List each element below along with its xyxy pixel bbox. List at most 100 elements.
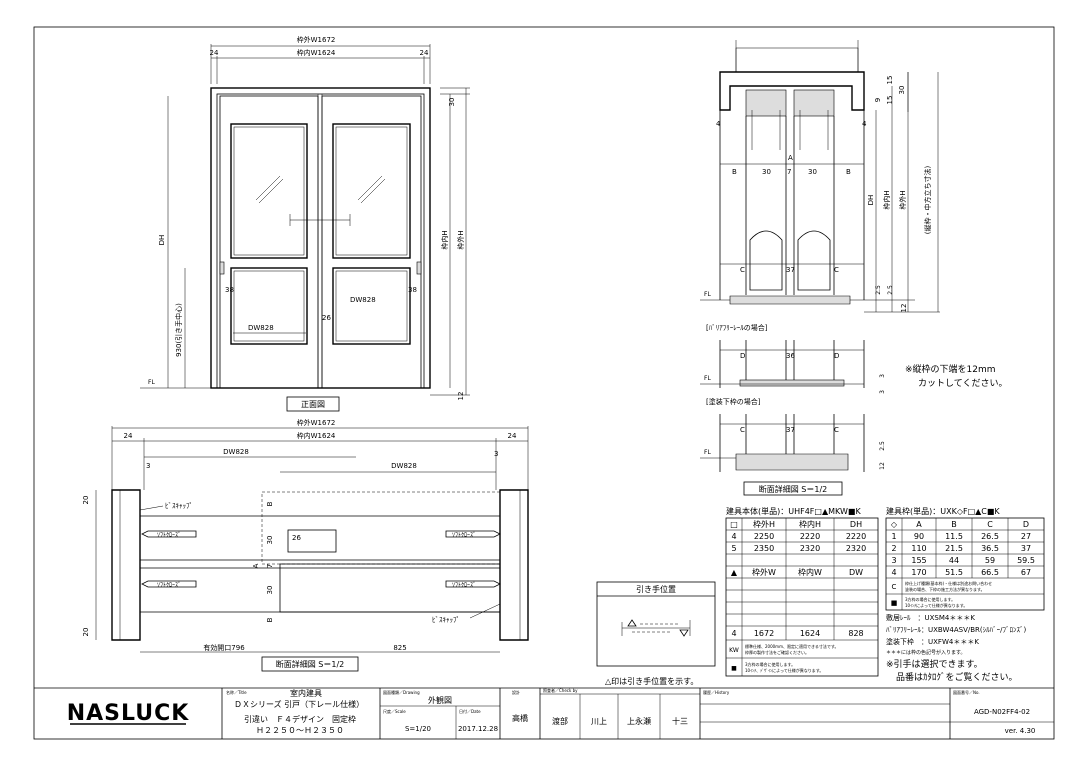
vs-fl: FL — [704, 291, 711, 298]
tb-scale: S=1/20 — [405, 725, 431, 733]
t2-r3c3: 66.5 — [981, 568, 999, 577]
tb-title-4: Ｈ２２５０～Ｈ２３５０ — [256, 726, 344, 735]
t1-kw-text: 標準仕様、2000mm、限定に適用できる寸法です。 — [745, 643, 839, 649]
t1-sq-text2: 10ｲﾝﾁ、ﾃﾞｻﾞｲﾝによって仕様が異なります。 — [745, 667, 823, 673]
plan-d7: 7 — [266, 564, 274, 568]
t2-c-text2: 塗装の場合、下枠の施工方法が異なります。 — [905, 586, 985, 592]
tb-dwgno: AGD-N02FF4-02 — [974, 708, 1030, 716]
softclose-label-1: ｿﾌﾄｸﾛｰｽﾞ — [157, 532, 181, 539]
softclose-arrow-4-icon — [445, 580, 501, 588]
tb-design-label: 設計 — [512, 689, 520, 695]
vs-note: ※縦枠の下端を12mm — [905, 363, 996, 375]
t2-r2c4: 59.5 — [1017, 556, 1035, 565]
t1-r0c3: 2220 — [846, 532, 866, 541]
frame-table: 建具枠(単品)：UXK◇F□▲C■K ◇ A B C D 1 90 11.5 2… — [885, 506, 1045, 683]
front-glass-right — [332, 123, 411, 259]
vs-d3b: 3 — [879, 390, 886, 394]
front-dim-38-right: 38 — [408, 286, 417, 294]
vs-d15b: 15 — [886, 76, 894, 85]
plan-d20-top: 20 — [82, 496, 90, 505]
t2-r3c2: 51.5 — [945, 568, 963, 577]
vs-fl-2: FL — [704, 375, 711, 382]
front-inner-width: 枠内W1624 — [297, 48, 336, 57]
rail-line-5: ※引手は選択できます。 — [886, 658, 983, 670]
front-view-title: 正面図 — [301, 400, 325, 409]
vs-title: 断面詳細図 S＝1/2 — [759, 484, 828, 494]
plan-inner-width: 枠内W1624 — [297, 431, 336, 440]
front-side-24-left: 24 — [210, 49, 219, 57]
tb-date-label: 日付／Date — [459, 708, 481, 714]
nasluck-logo: NASLUCK — [67, 701, 190, 726]
front-handle-height: 930(引き手中心) — [174, 303, 183, 357]
plan-d20-bottom: 20 — [82, 628, 90, 637]
t2-h0: ◇ — [891, 520, 898, 529]
vs-d25b: 2.5 — [887, 285, 894, 295]
tb-title-1: 室内建具 — [290, 688, 322, 698]
tb-check-2: 川上 — [591, 717, 607, 726]
vs-d37: 37 — [786, 266, 795, 274]
tb-check-1: 渡部 — [552, 716, 568, 726]
vs-c-left: C — [740, 266, 745, 274]
t2-r0c3: 26.5 — [981, 532, 999, 541]
vs-d12-2: 12 — [879, 462, 886, 470]
screwcap-label-1: ﾋﾞｽｷｬｯﾌﾟ — [165, 502, 193, 510]
plan-d825: 825 — [393, 644, 406, 652]
plan-side-24-right: 24 — [508, 432, 517, 440]
t2-r2c1: 155 — [911, 556, 926, 565]
vs-fl-3: FL — [704, 449, 711, 456]
tb-drawing: 外観図 — [428, 695, 452, 705]
t1-r1c0: 5 — [731, 544, 736, 553]
front-panel-right — [332, 267, 411, 345]
tb-drawing-label: 図面種類／Drawing — [383, 689, 420, 695]
t1-h2: 枠内H — [799, 519, 821, 529]
t2-r3c4: 67 — [1021, 568, 1031, 577]
t2-r0c4: 27 — [1021, 532, 1031, 541]
head-frame — [719, 71, 865, 111]
t1-h2-3: DW — [849, 568, 863, 577]
vs-d7: 7 — [787, 168, 791, 176]
vs-d25a: 2.5 — [875, 285, 882, 295]
t1-sq-label: ■ — [731, 665, 737, 672]
front-dh: DH — [158, 235, 166, 246]
t2-r1c3: 36.5 — [981, 544, 999, 553]
t1-r1c2: 2320 — [800, 544, 820, 553]
vs-d3a: 3 — [879, 374, 886, 378]
handle-mark-1-icon — [627, 619, 637, 627]
t2-sq-label: ■ — [891, 599, 898, 607]
rail-line-4: ＊＊＊には枠の色記号が入ります。 — [886, 649, 966, 656]
plan-b-top: B — [266, 501, 274, 506]
vs-d-right: D — [834, 352, 839, 360]
tb-dwgno-label: 図面番号／No. — [953, 689, 980, 695]
t1-r2c0: 4 — [731, 629, 736, 638]
sheet-border — [33, 26, 1055, 740]
tb-scale-label: 尺度／Scale — [383, 708, 406, 714]
t2-r1c0: 2 — [891, 544, 896, 553]
vs-c2-right: C — [834, 426, 839, 434]
t1-h0: □ — [730, 520, 738, 529]
front-side-24-right: 24 — [420, 49, 429, 57]
softclose-label-3: ｿﾌﾄｸﾛｰｽﾞ — [452, 532, 476, 539]
rail-line-3: 塗装下枠 ：UXFW4＊＊＊K — [886, 637, 979, 646]
vs-d12: 12 — [900, 304, 908, 313]
plan-side-24-left: 24 — [124, 432, 133, 440]
floor-rail — [729, 295, 851, 305]
plan-a: A — [252, 563, 260, 568]
front-outer-h: 枠外H — [456, 230, 465, 249]
screwcap-label-2: ﾋﾞｽｷｬｯﾌﾟ — [432, 616, 460, 624]
handle-note: △印は引き手位置を示す。 — [605, 676, 698, 686]
vs-c2-left: C — [740, 426, 745, 434]
front-dw-right: DW828 — [350, 296, 376, 304]
t2-r2c3: 59 — [985, 556, 995, 565]
table1-title: 建具本体(単品)：UHF4F□▲MKW■K — [726, 506, 861, 516]
t2-r1c2: 21.5 — [945, 544, 963, 553]
t2-sq-text2: 10ｲﾝﾁによって仕様が異なります。 — [905, 602, 967, 608]
tb-history-label: 履歴／History — [703, 689, 730, 695]
plan-b-bottom: B — [266, 617, 274, 622]
handle-position-box: 引き手位置 △印は引き手位置を示す。 — [596, 581, 716, 686]
t1-r0c2: 2220 — [800, 532, 820, 541]
vs-note-h: (縦枠・中方立ち寸法) — [923, 166, 932, 235]
tb-version: ver. 4.30 — [1005, 727, 1036, 735]
t2-h1: A — [916, 520, 922, 529]
t1-r0c1: 2250 — [754, 532, 774, 541]
vs-d4-left: 4 — [716, 120, 721, 128]
